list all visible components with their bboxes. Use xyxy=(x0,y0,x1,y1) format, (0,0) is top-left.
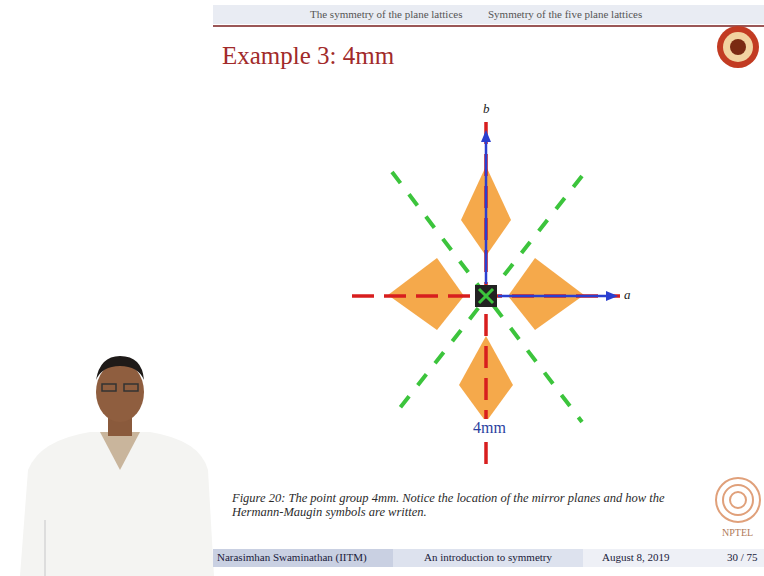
nptel-text: NPTEL xyxy=(722,527,753,539)
footer-course: An introduction to symmetry xyxy=(424,551,552,564)
footer-page: 30 / 75 xyxy=(727,551,758,564)
presenter xyxy=(20,356,214,576)
iit-logo xyxy=(717,26,759,68)
nptel-logo xyxy=(716,478,760,522)
header-subsection: Symmetry of the five plane lattices xyxy=(488,8,642,21)
axis-label: b xyxy=(483,102,490,117)
footer-middle xyxy=(393,549,583,567)
header-rule xyxy=(213,25,764,27)
axial-mirrors xyxy=(352,122,620,472)
footer-left xyxy=(213,549,393,567)
slide-title: Example 3: 4mm xyxy=(222,42,394,71)
footer-date: August 8, 2019 xyxy=(602,551,670,564)
axis-arrows xyxy=(481,130,618,301)
fourfold-symbol xyxy=(475,285,497,307)
header-section: The symmetry of the plane lattices xyxy=(310,8,462,21)
footer-author: Narasimhan Swaminathan (IITM) xyxy=(217,551,367,564)
point-group-symbol: 4mm xyxy=(471,419,508,437)
axis-label: a xyxy=(624,288,631,303)
figure-caption: Figure 20: The point group 4mm. Notice t… xyxy=(232,491,702,520)
header-bar xyxy=(213,5,764,24)
footer-right xyxy=(583,549,764,567)
